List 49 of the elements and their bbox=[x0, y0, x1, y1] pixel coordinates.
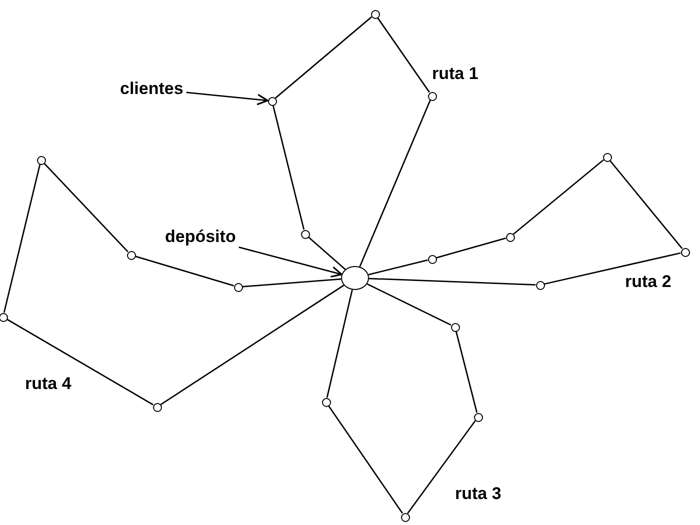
customer-circle bbox=[126, 250, 136, 260]
route-line bbox=[44, 162, 128, 252]
route-line bbox=[3, 164, 41, 313]
customer-circle bbox=[428, 254, 436, 264]
route-line bbox=[308, 236, 346, 270]
customer-circle bbox=[602, 152, 612, 162]
leader-arrow bbox=[238, 246, 342, 278]
customer-circle bbox=[234, 282, 242, 292]
route-line bbox=[455, 331, 478, 413]
customer-circle bbox=[506, 232, 514, 242]
route-line bbox=[544, 252, 681, 285]
customer-circle bbox=[680, 248, 690, 256]
customer-circle bbox=[36, 156, 46, 164]
route-line bbox=[160, 284, 344, 406]
route-line bbox=[359, 100, 431, 267]
leader-arrow bbox=[186, 92, 268, 106]
route-line bbox=[609, 160, 683, 249]
route-line bbox=[513, 159, 604, 235]
customer-circle bbox=[0, 312, 8, 322]
customer-circle bbox=[370, 10, 380, 18]
route-line bbox=[407, 420, 476, 514]
route-line bbox=[366, 283, 452, 326]
customer-circle bbox=[536, 280, 544, 290]
route-line bbox=[368, 259, 428, 276]
route-line bbox=[377, 17, 430, 93]
customer-circle bbox=[474, 412, 482, 422]
customer-circle bbox=[300, 230, 310, 238]
route-label: ruta 3 bbox=[455, 484, 502, 504]
depot-circle bbox=[341, 266, 369, 290]
customer-circle bbox=[400, 512, 410, 522]
customer-circle bbox=[322, 398, 330, 406]
route-label: ruta 1 bbox=[432, 64, 478, 84]
route-line bbox=[368, 278, 536, 286]
route-line bbox=[242, 278, 342, 288]
callout-text: clientes bbox=[120, 79, 184, 99]
customer-circle bbox=[450, 322, 460, 332]
route-line bbox=[135, 256, 234, 286]
customer-circle bbox=[152, 402, 162, 412]
route-line bbox=[274, 16, 372, 99]
route-line bbox=[272, 105, 305, 230]
route-label: ruta 2 bbox=[625, 272, 672, 292]
route-line bbox=[6, 318, 154, 406]
customer-circle bbox=[428, 92, 436, 100]
route-label: ruta 4 bbox=[25, 374, 72, 394]
route-line bbox=[328, 405, 404, 514]
customer-circle bbox=[268, 96, 276, 106]
callout-text: depósito bbox=[165, 227, 236, 247]
route-line bbox=[326, 290, 353, 398]
route-line bbox=[436, 238, 506, 258]
